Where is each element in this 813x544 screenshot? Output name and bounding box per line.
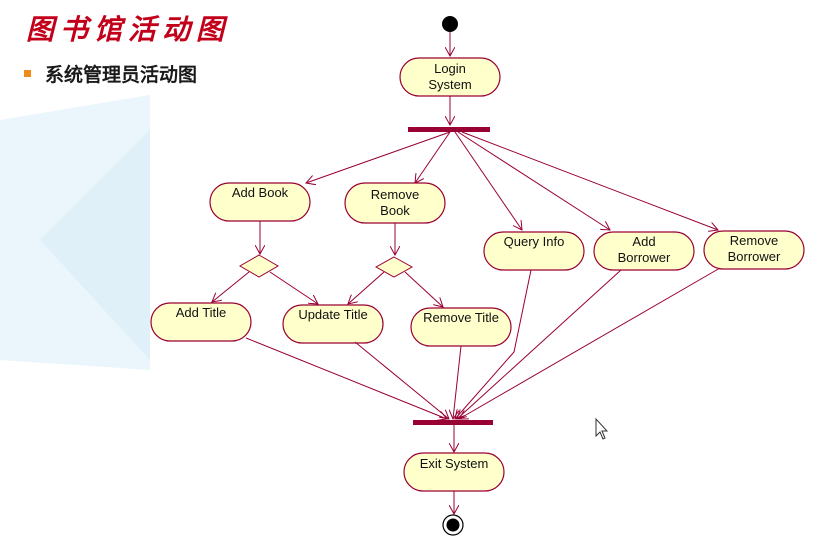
end-node-core (446, 518, 460, 532)
edge-removeborrower-join (459, 267, 721, 419)
node-add-book-label: Add Book (232, 185, 289, 200)
decision-add-book (239, 254, 279, 278)
edge-updatetitle-join (354, 341, 449, 419)
edge-decision-removetitle (404, 271, 443, 307)
node-update-title-label: Update Title (298, 307, 367, 322)
edge-fork-removebook (415, 131, 451, 183)
edge-fork-addborrower (457, 131, 610, 230)
node-add-borrower-line1: Add (632, 234, 655, 249)
edge-fork-addbook (306, 131, 451, 183)
start-node (442, 16, 458, 32)
node-exit-system: Exit System (403, 452, 505, 492)
edge-decision2-updatetitle (348, 271, 385, 304)
node-update-title: Update Title (282, 304, 384, 344)
slide-subtitle: 系统管理员活动图 (45, 64, 198, 86)
subtitle-row: 系统管理员活动图 (24, 60, 197, 87)
fork-bar (408, 127, 490, 132)
cursor-icon (595, 417, 609, 440)
edge-decision-addtitle (212, 271, 250, 302)
edge-fork-query (454, 131, 522, 230)
node-add-borrower-line2: Borrower (618, 250, 671, 265)
node-add-title-label: Add Title (176, 305, 227, 320)
node-remove-borrower: Remove Borrower (703, 230, 805, 270)
node-remove-book: Remove Book (344, 182, 446, 224)
edge-query-join (455, 269, 532, 419)
background-decoration (0, 95, 150, 370)
node-add-borrower: Add Borrower (593, 231, 695, 271)
node-remove-borrower-line1: Remove (730, 233, 778, 248)
node-query-info-label: Query Info (504, 234, 565, 249)
edge-addborrower-join (457, 269, 622, 419)
edge-addtitle-join (245, 337, 447, 419)
node-remove-title: Remove Title (410, 307, 512, 347)
node-remove-title-label: Remove Title (423, 310, 499, 325)
node-query-info: Query Info (483, 231, 585, 271)
node-add-book: Add Book (209, 182, 311, 222)
node-add-title: Add Title (150, 302, 252, 342)
node-login-system: Login System (399, 57, 501, 97)
node-remove-borrower-line2: Borrower (728, 249, 781, 264)
decision-remove-book (374, 256, 414, 278)
slide-title: 图书馆活动图 (26, 13, 231, 46)
join-bar (413, 420, 493, 425)
edge-decision1-updatetitle (269, 271, 318, 304)
edge-removetitle-join (453, 345, 462, 419)
node-login-line2: System (428, 77, 471, 92)
bullet-icon (24, 70, 31, 77)
node-exit-system-label: Exit System (420, 456, 489, 471)
node-remove-book-line1: Remove (371, 187, 419, 202)
node-remove-book-line2: Book (380, 203, 410, 218)
edge-fork-removeborrower (461, 131, 718, 230)
node-login-line1: Login (434, 61, 466, 76)
